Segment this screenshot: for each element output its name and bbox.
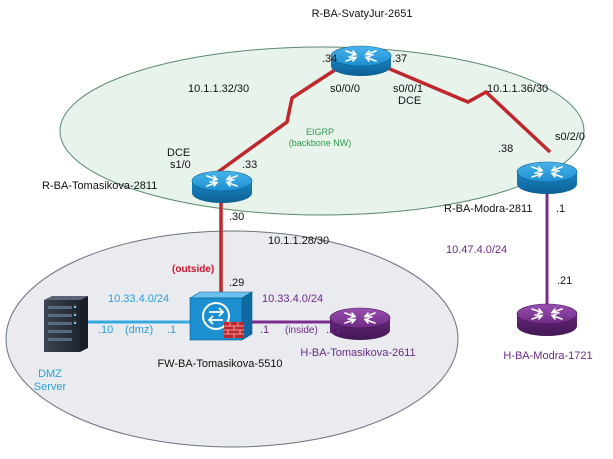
if-label-modra-1: .1 [556, 203, 565, 215]
router-hmodra[interactable] [516, 303, 578, 336]
if-label-dmz-tag: (dmz) [125, 324, 153, 336]
net-label-32: 10.1.1.32/30 [188, 83, 249, 95]
server-icon [44, 296, 88, 352]
if-label-tom-30: .30 [229, 211, 244, 223]
if-label-sj-s001: s0/0/1 [393, 83, 423, 95]
device-name-dmz-line1: DMZ [38, 368, 62, 380]
if-label-tom-dce: DCE [167, 147, 190, 159]
if-label-sj-34: .34 [322, 53, 337, 65]
device-name-firewall: FW-BA-Tomasikova-5510 [157, 358, 282, 370]
router-icon [329, 307, 391, 340]
router-svatyjur[interactable] [330, 45, 392, 76]
net-label-28: 10.1.1.28/30 [268, 235, 329, 247]
net-label-47: 10.47.4.0/24 [446, 244, 507, 256]
link-svatyjur-modra [377, 62, 552, 154]
if-label-htom-21: .21 [326, 324, 341, 336]
dmz-server[interactable] [44, 296, 88, 352]
device-name-tomasikova-r: R-BA-Tomasikova-2811 [42, 180, 157, 192]
device-name-htomasikova: H-BA-Tomasikova-2611 [300, 347, 415, 359]
if-label-sj-37: .37 [392, 53, 407, 65]
if-label-sj-s000: s0/0/0 [330, 83, 360, 95]
router-htomasikova[interactable] [329, 307, 391, 340]
if-label-tom-33: .33 [242, 159, 257, 171]
device-name-modra-r: R-BA-Modra-2811 [444, 203, 532, 215]
firewall-icon [188, 291, 254, 341]
if-label-hmodra-21: .21 [557, 275, 572, 287]
if-label-fw-dmz-1: .1 [167, 324, 176, 336]
device-name-hmodra: H-BA-Modra-1721 [503, 350, 592, 362]
if-label-tom-s10: s1/0 [170, 159, 191, 171]
eigrp-subtitle: (backbone NW) [289, 138, 352, 148]
device-name-svatyjur: R-BA-SvatyJur-2651 [312, 8, 413, 20]
router-icon [191, 170, 253, 203]
if-label-dmz-10: .10 [98, 324, 113, 336]
if-label-modra-38: .38 [498, 143, 513, 155]
if-label-fw-outside: (outside) [172, 264, 214, 275]
router-modra[interactable] [516, 161, 578, 194]
if-label-fw-29: .29 [229, 277, 244, 289]
net-label-inside: 10.33.4.0/24 [262, 293, 323, 305]
firewall-tomasikova[interactable] [188, 291, 254, 341]
eigrp-backbone-area [59, 46, 585, 216]
link-svatyjur-tomasikova [216, 62, 345, 174]
router-icon [330, 45, 392, 76]
if-label-sj-dce: DCE [398, 95, 421, 107]
router-icon [516, 161, 578, 194]
if-label-modra-s020: s0/2/0 [555, 131, 585, 143]
eigrp-title: EIGRP [306, 127, 334, 137]
if-label-fw-in-1: .1 [260, 324, 269, 336]
router-icon [516, 303, 578, 336]
net-label-36: 10.1.1.36/30 [487, 83, 548, 95]
router-tomasikova[interactable] [191, 170, 253, 203]
if-label-inside-tag: (inside) [285, 325, 318, 336]
net-label-dmz: 10.33.4.0/24 [108, 293, 169, 305]
device-name-dmz-line2: Server [34, 381, 67, 393]
